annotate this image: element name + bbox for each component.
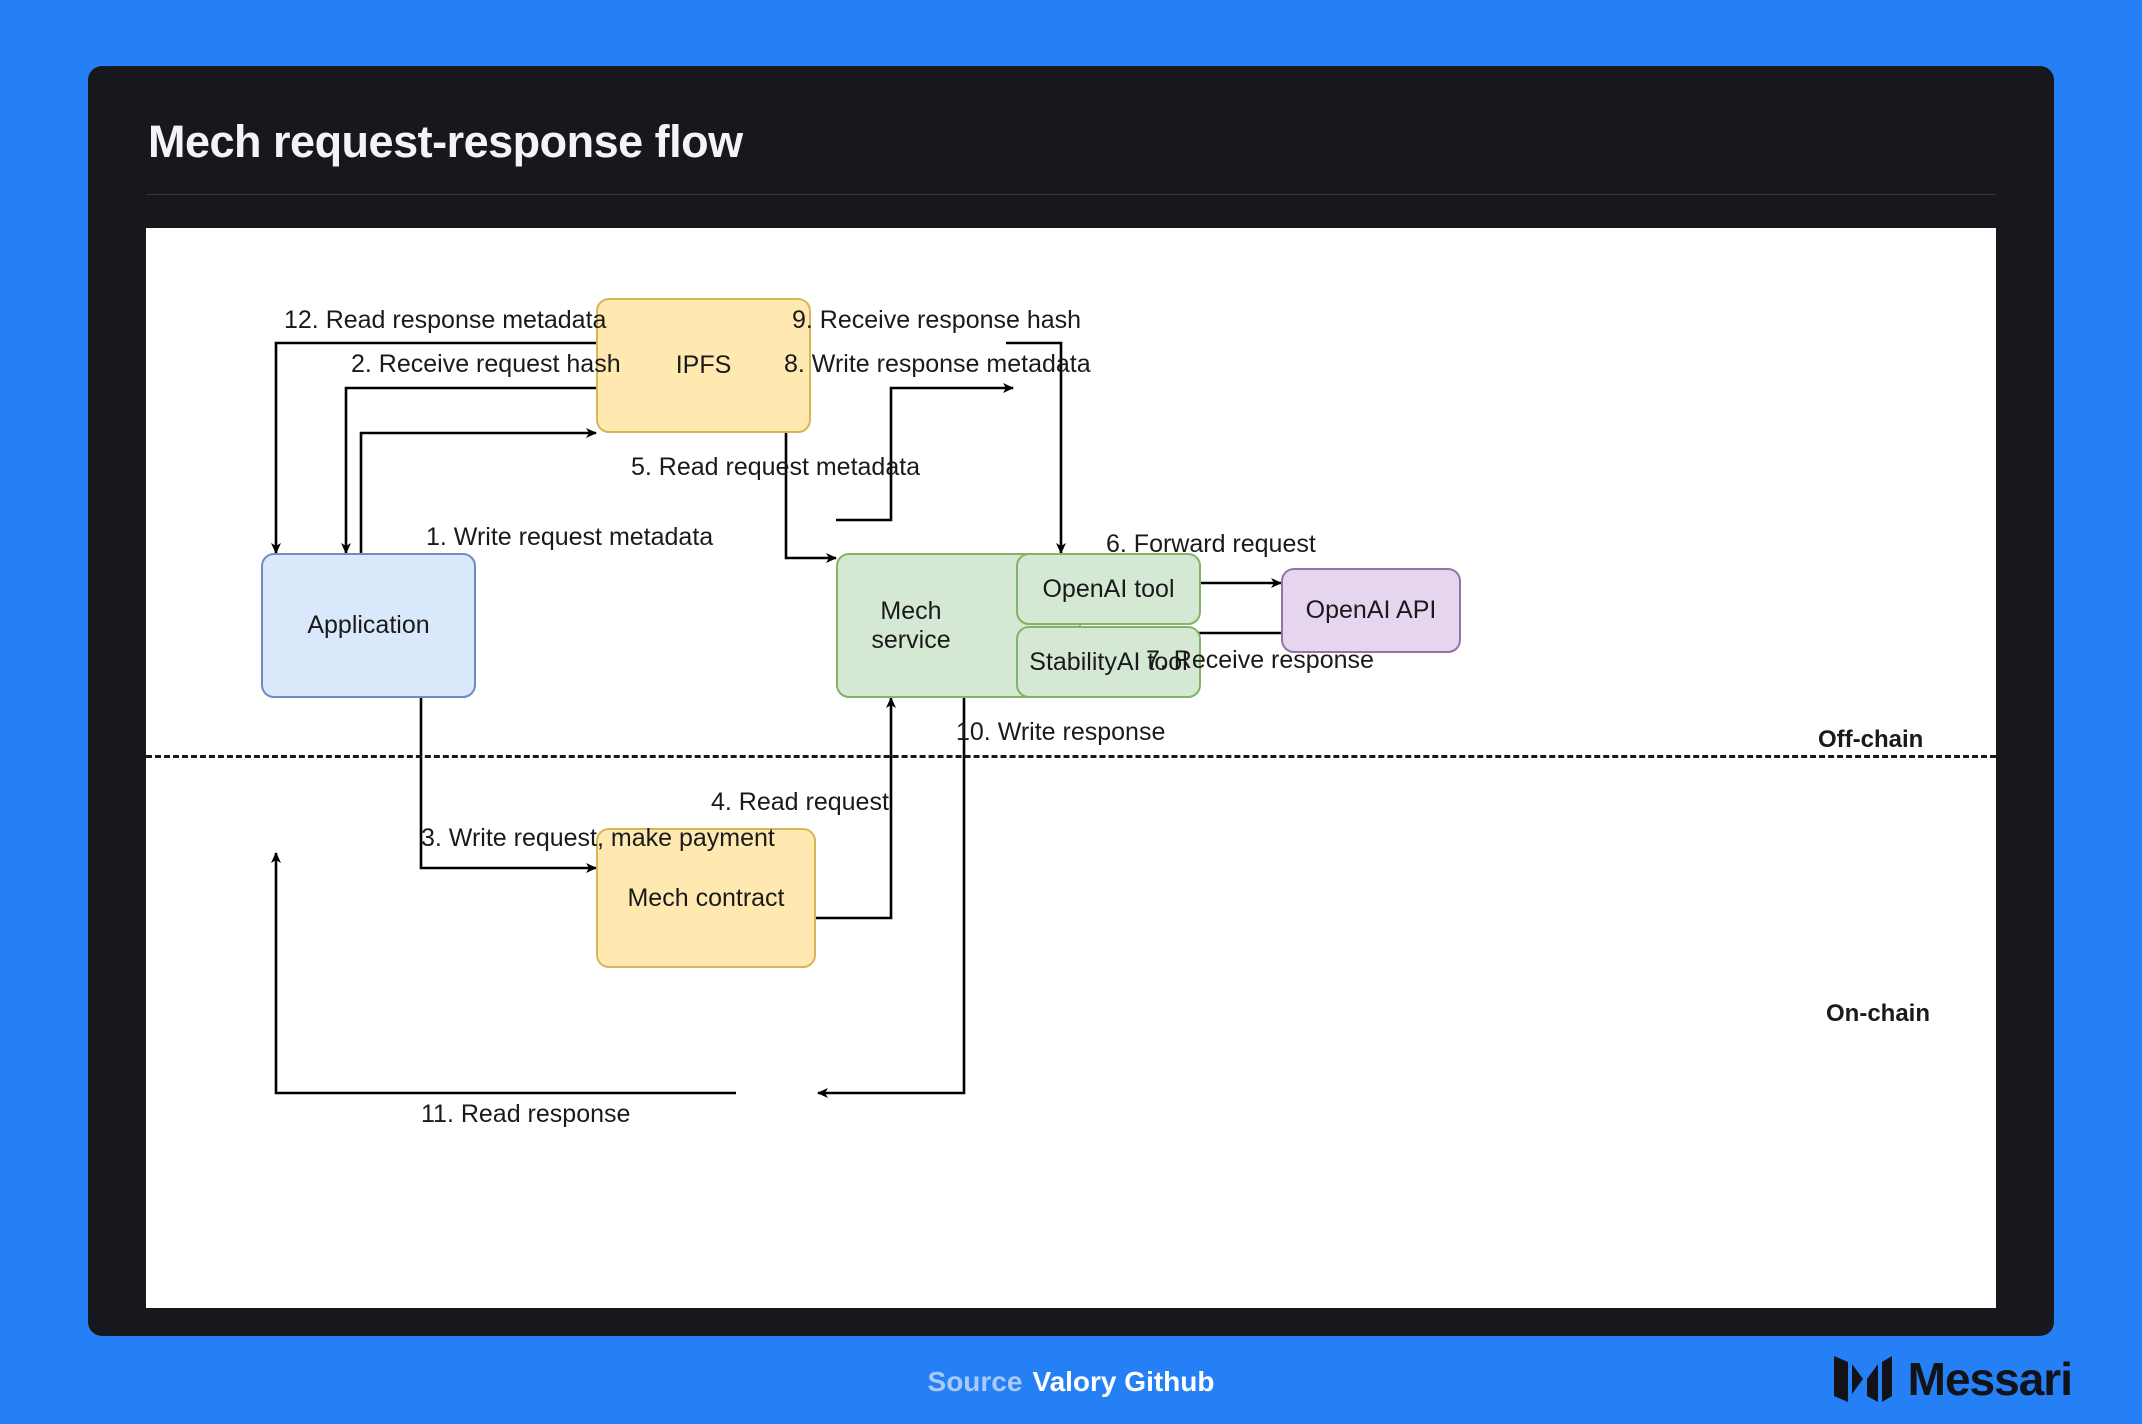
node-application-label: Application xyxy=(307,611,430,639)
onchain-offchain-divider xyxy=(146,755,1996,758)
messari-mark-icon xyxy=(1833,1356,1892,1402)
diagram-panel: Mech request-response flow xyxy=(88,66,2054,1336)
node-mech-service-label: Mech service xyxy=(871,596,951,654)
node-mech-contract[interactable]: Mech contract xyxy=(596,828,816,968)
edge-label-5: 5. Read request metadata xyxy=(631,453,921,481)
node-ipfs[interactable]: IPFS xyxy=(596,298,811,433)
edge-label-11: 11. Read response xyxy=(421,1100,631,1128)
node-application[interactable]: Application xyxy=(261,553,476,698)
node-openai-tool[interactable]: OpenAI tool xyxy=(1016,553,1201,625)
diagram-canvas: IPFS Application Mech service OpenAI too… xyxy=(146,228,1996,1308)
edge-label-7: 7. Receive response xyxy=(1146,646,1374,674)
connector-layer xyxy=(271,341,1282,1098)
node-openai-tool-label: OpenAI tool xyxy=(1042,574,1175,603)
messari-wordmark: Messari xyxy=(1907,1353,2073,1405)
edge-label-8: 8. Write response metadata xyxy=(784,350,1091,378)
title-divider xyxy=(146,194,1996,195)
node-openai-api-label: OpenAI API xyxy=(1305,596,1437,624)
edge-label-2: 2. Receive request hash xyxy=(351,350,621,378)
node-stabilityai-tool[interactable]: StabilityAI tool xyxy=(1016,626,1201,698)
edge-label-3: 3. Write request, make payment xyxy=(421,824,775,852)
zone-label-onchain: On-chain xyxy=(1826,1000,1931,1027)
page-title: Mech request-response flow xyxy=(148,116,743,167)
edge-label-12: 12. Read response metadata xyxy=(284,306,607,334)
edge-label-10: 10. Write response xyxy=(956,718,1166,746)
node-ipfs-label: IPFS xyxy=(675,351,732,379)
node-openai-api[interactable]: OpenAI API xyxy=(1281,568,1461,653)
node-mech-contract-label: Mech contract xyxy=(627,883,785,912)
edge-label-1: 1. Write request metadata xyxy=(426,523,714,551)
node-stabilityai-tool-label: StabilityAI tool xyxy=(1029,647,1188,676)
edge-label-9: 9. Receive response hash xyxy=(792,306,1082,334)
footer-source: Source Valory Github xyxy=(0,1352,2142,1412)
messari-logo: Messari xyxy=(1832,1352,2073,1406)
source-label: Source xyxy=(927,1366,1023,1397)
source-name: Valory Github xyxy=(1032,1366,1215,1397)
edge-label-6: 6. Forward request xyxy=(1106,530,1316,558)
edge-label-4: 4. Read request xyxy=(711,788,889,816)
zone-label-offchain: Off-chain xyxy=(1818,726,1924,753)
